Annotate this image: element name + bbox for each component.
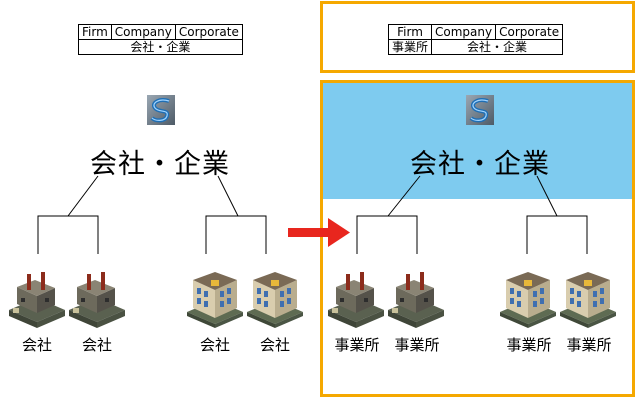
term-corporate: Corporate xyxy=(495,24,564,40)
factory-building-icon xyxy=(388,272,444,328)
right-firm-title: 会社・企業 xyxy=(410,149,550,180)
office-building-icon xyxy=(187,272,243,328)
leaf-label: 事業所 xyxy=(506,336,552,354)
term-company: Company xyxy=(110,24,176,40)
leaf-label: 会社 xyxy=(21,336,52,354)
term-firm: Firm xyxy=(78,24,112,40)
leaf-label: 事業所 xyxy=(334,336,380,354)
right-tree-lines xyxy=(356,175,588,254)
company-logo-icon xyxy=(464,93,496,127)
office-building-icon xyxy=(500,272,556,328)
term-company: Company xyxy=(431,24,497,40)
office-building-icon xyxy=(560,272,616,328)
factory-building-icon xyxy=(69,272,125,328)
right-header-frame xyxy=(320,1,635,73)
company-logo-icon xyxy=(145,93,177,127)
leaf-label: 事業所 xyxy=(566,336,612,354)
leaf-label: 会社 xyxy=(81,336,112,354)
term-table-left: Firm Company Corporate 会社・企業 xyxy=(78,24,243,55)
factory-building-icon xyxy=(328,272,384,328)
left-tree-lines xyxy=(37,175,267,254)
factory-building-icon xyxy=(9,272,65,328)
term-table-right: Firm Company Corporate 事業所 会社・企業 xyxy=(387,24,564,55)
term-firm-japanese: 会社・企業 xyxy=(431,39,564,55)
term-japanese: 会社・企業 xyxy=(78,39,243,55)
term-corporate: Corporate xyxy=(174,24,243,40)
term-unit-japanese: 事業所 xyxy=(387,39,433,55)
office-building-icon xyxy=(247,272,303,328)
leaf-label: 会社 xyxy=(259,336,290,354)
leaf-label: 事業所 xyxy=(394,336,440,354)
right-diagram-frame xyxy=(320,80,635,397)
left-firm-title: 会社・企業 xyxy=(90,149,230,180)
leaf-label: 会社 xyxy=(199,336,230,354)
right-arrow-icon xyxy=(288,218,350,247)
